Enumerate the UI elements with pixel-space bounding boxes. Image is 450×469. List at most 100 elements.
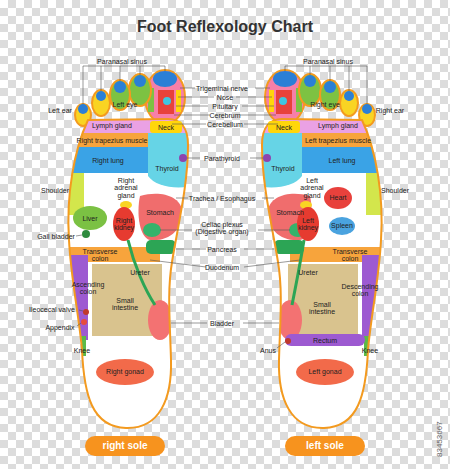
- organ-label: Right lung: [88, 157, 128, 164]
- leader-line: [76, 235, 285, 348]
- organ-label: Small intestine: [106, 297, 144, 312]
- foot-shape: [60, 66, 214, 428]
- organ-label: Right eye: [308, 101, 342, 108]
- toe-shapes: [163, 97, 171, 105]
- organ-label: Stomach: [275, 209, 305, 216]
- organ-label: Cerebellum: [203, 121, 248, 128]
- leader-line: [83, 66, 165, 104]
- organ-label: Ureter: [295, 269, 321, 276]
- organ-label: Right kidney: [112, 217, 136, 232]
- right-sole-organs: [82, 230, 90, 238]
- organ-label: Parathyroid: [200, 155, 244, 162]
- organ-label: Left ear: [45, 107, 75, 114]
- organ-label: Thyroid: [268, 165, 298, 172]
- organ-label: Celiac plexus (Digestive organ): [191, 221, 253, 236]
- node-text: Left gonad: [308, 368, 341, 375]
- organ-label: Liver: [78, 215, 102, 222]
- node-text-layer: Right gonad: [96, 359, 154, 385]
- organ-zones: [138, 194, 182, 241]
- organ-label: Left trapezius muscle: [296, 137, 380, 144]
- leader-line: [150, 158, 207, 323]
- node-text: Heart: [329, 194, 346, 201]
- node-text: Spleen: [331, 222, 353, 229]
- node-text: right sole: [102, 441, 147, 452]
- spleen-shape: Spleen: [329, 217, 355, 235]
- toe-shapes: [176, 90, 181, 112]
- neck-zone: [150, 121, 182, 133]
- organ-label: Thyroid: [152, 165, 182, 172]
- toe-shapes: [92, 90, 110, 116]
- gonad-ellipse: Left gonad: [296, 359, 354, 385]
- organ-label: Duodenum: [202, 264, 242, 271]
- left-sole-organs: [285, 334, 365, 346]
- organ-zones: [143, 223, 161, 237]
- organ-label: Descending colon: [341, 283, 379, 298]
- sole-button: left sole: [285, 436, 365, 456]
- toe-shapes: [114, 81, 126, 93]
- node-text-layer: right sole: [85, 436, 165, 456]
- organ-label: Transverse colon: [330, 248, 370, 263]
- organ-label: Right trapezius muscle: [70, 137, 154, 144]
- node-text: Right gonad: [106, 368, 144, 375]
- organ-label: Trachea / Esophagus: [188, 195, 256, 202]
- gonad-ellipse: Right gonad: [96, 359, 154, 385]
- organ-label: Anus: [257, 347, 279, 354]
- organ-label: Nose: [205, 94, 245, 101]
- toe-shapes: [158, 90, 174, 114]
- organ-label: Paranasal sinus: [87, 58, 157, 65]
- organ-label: Bladder: [204, 320, 240, 327]
- node-text: left sole: [306, 441, 344, 452]
- organ-label: Rectum: [310, 337, 340, 344]
- organ-label: Neck: [272, 124, 296, 131]
- organ-label: Left eye: [108, 101, 142, 108]
- node-text-layer: Heart: [324, 187, 352, 209]
- organ-label: Trigeminal nerve: [192, 85, 252, 92]
- spleen-shape-fill: [329, 217, 355, 235]
- sole-button: right sole: [85, 436, 165, 456]
- organ-label: Small intestine: [303, 301, 341, 316]
- right-sole-organs: [81, 319, 87, 325]
- heart-shape: Heart: [324, 187, 352, 209]
- organ-label: Pituitary: [205, 103, 245, 110]
- chart-title: Foot Reflexology Chart: [0, 18, 450, 36]
- organ-label: Cerebrum: [205, 112, 245, 119]
- leader-line: [76, 235, 285, 348]
- left-sole-organs: [285, 338, 291, 344]
- right-sole-organs: [73, 201, 155, 325]
- node-text-layer: left sole: [285, 436, 365, 456]
- toe-shapes: [96, 91, 106, 101]
- mirrored-foot: [236, 66, 390, 428]
- organ-label: Gall bladder: [37, 233, 75, 240]
- organ-label: Shoulder: [378, 187, 412, 194]
- organ-label: Transverse colon: [80, 248, 120, 263]
- node-text-layer: Left gonad: [296, 359, 354, 385]
- right-sole-organs: [83, 309, 89, 315]
- toe-shapes: [134, 75, 146, 87]
- parathyroid-dot: [179, 154, 187, 162]
- gonad-ellipse-fill: [96, 359, 154, 385]
- leader-line: [172, 88, 214, 124]
- organ-label: Stomach: [145, 209, 175, 216]
- organ-label: Right ear: [375, 107, 405, 114]
- toe-shapes: [153, 71, 177, 87]
- organ-label: Paranasal sinus: [293, 58, 363, 65]
- organ-label: Lymph gland: [87, 122, 137, 129]
- organ-label: Lymph gland: [313, 122, 363, 129]
- organ-label: Knee: [71, 347, 93, 354]
- organ-label: Appendix: [43, 324, 77, 331]
- organ-label: Right adrenal gland: [108, 177, 144, 199]
- watermark: 83453667: [436, 414, 444, 464]
- right-sole-organs: [73, 206, 107, 230]
- right-sole-organs: [113, 207, 135, 241]
- organ-label: Neck: [154, 124, 178, 131]
- sole-outline: [68, 119, 188, 428]
- organ-label: Left lung: [322, 157, 362, 164]
- organ-label: Ascending colon: [71, 281, 105, 296]
- organ-label: Ileocecal valve: [29, 306, 75, 313]
- organ-label: Pancreas: [202, 246, 242, 253]
- toe-shapes: [78, 104, 88, 114]
- organ-label: Knee: [359, 347, 381, 354]
- heart-shape-fill: [324, 187, 352, 209]
- node-text-layer: Spleen: [329, 217, 355, 235]
